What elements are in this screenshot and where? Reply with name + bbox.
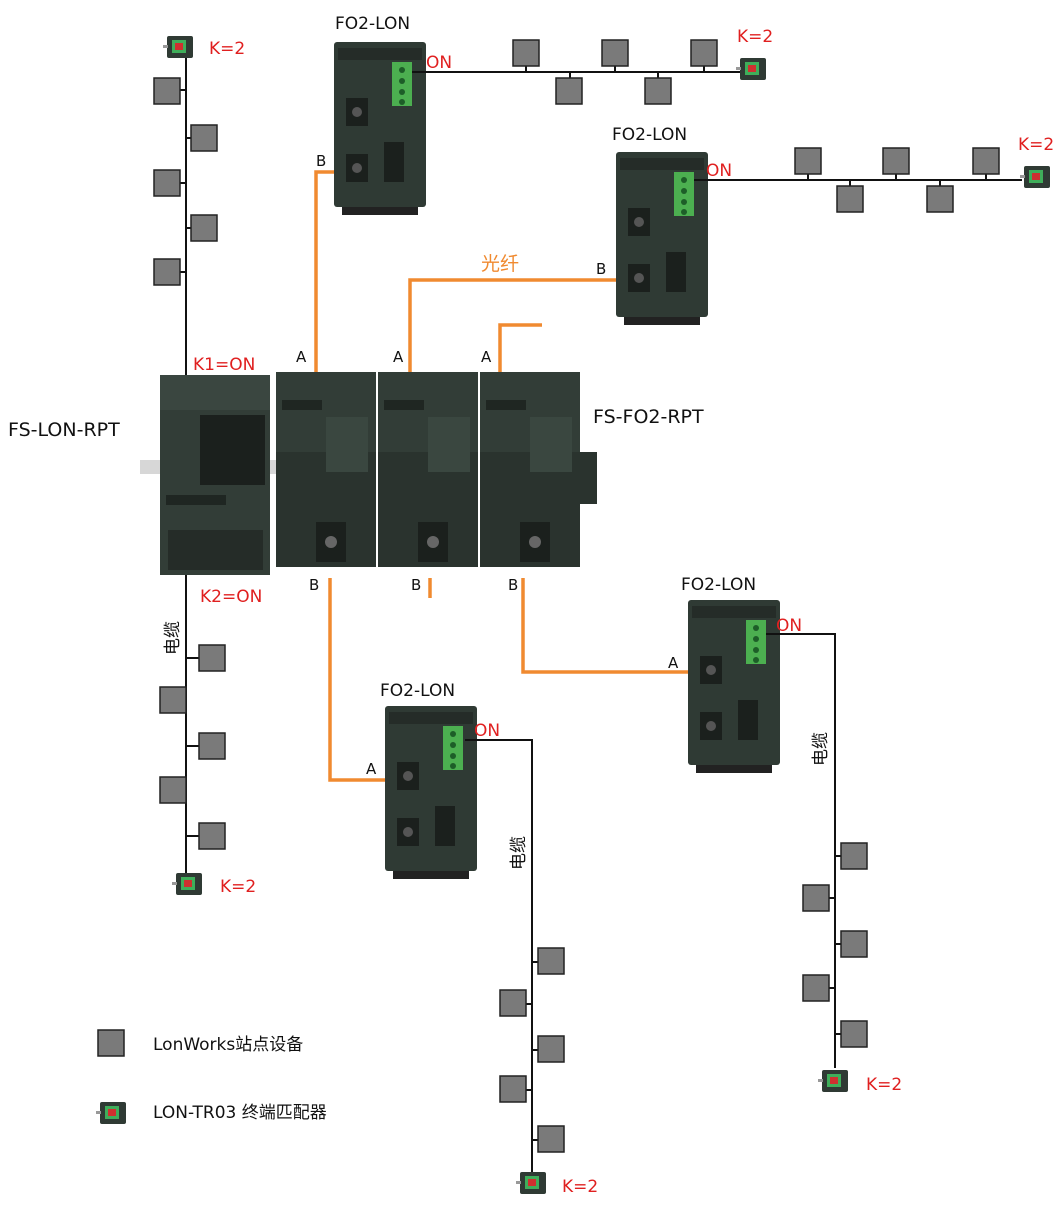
- lon-node-icon: [499, 989, 527, 1017]
- lon-node-icon: [802, 974, 830, 1002]
- k1-switch-label: K1=ON: [193, 355, 255, 375]
- legend-node-label: LonWorks站点设备: [153, 1035, 303, 1055]
- fo2-lon-device-1: [334, 42, 426, 215]
- legend: LonWorks站点设备 LON-TR03 终端匹配器: [96, 1029, 327, 1124]
- lon-node-icon: [537, 947, 565, 975]
- lon-node-icon: [840, 930, 868, 958]
- lon-node-icon: [159, 686, 187, 714]
- fo2-lon-1-port: B: [316, 152, 326, 170]
- k2-switch-label: K2=ON: [200, 587, 262, 607]
- lon-node-icon: [972, 147, 1000, 175]
- fo2-lon-3-port: A: [366, 760, 377, 778]
- fo2-lon-3-terminator: K=2: [562, 1177, 598, 1197]
- lon-node-icon: [644, 77, 672, 105]
- lon-node-icon: [690, 39, 718, 67]
- left-cable-label: 电缆: [163, 621, 183, 655]
- fo2-lon-1-title: FO2-LON: [335, 14, 410, 34]
- rpt-port-b-2: B: [411, 576, 421, 594]
- fiber-label: 光纤: [481, 253, 519, 275]
- fo2-lon-4-cable-label: 电缆: [811, 732, 831, 766]
- fo2-rpt-module: [276, 372, 597, 567]
- fo2-lon-3-title: FO2-LON: [380, 681, 455, 701]
- lon-node-icon: [794, 147, 822, 175]
- rpt-port-b-1: B: [309, 576, 319, 594]
- lon-rpt-module: [140, 375, 320, 575]
- lon-node-icon: [882, 147, 910, 175]
- fo2-lon-device-3: [385, 706, 477, 879]
- fo2-lon-4-title: FO2-LON: [681, 575, 756, 595]
- node-square-icon: [97, 1029, 125, 1057]
- fo2-lon-4-terminator-icon: [818, 1070, 848, 1092]
- fo2-lon-1-switch: ON: [426, 53, 452, 73]
- rpt-port-a-2: A: [393, 348, 404, 366]
- lon-node-icon: [537, 1035, 565, 1063]
- rpt-port-a-3: A: [481, 348, 492, 366]
- left-top-terminator-icon: [163, 36, 193, 58]
- lon-node-icon: [555, 77, 583, 105]
- fo2-lon-4-port: A: [668, 654, 679, 672]
- left-bottom-terminator-icon: [172, 873, 202, 895]
- fo2-lon-2-terminator-icon: [1020, 166, 1050, 188]
- lon-node-icon: [840, 1020, 868, 1048]
- lon-node-icon: [499, 1075, 527, 1103]
- lon-node-icon: [537, 1125, 565, 1153]
- fo2-lon-4-terminator: K=2: [866, 1075, 902, 1095]
- lon-node-icon: [512, 39, 540, 67]
- lon-node-icon: [836, 185, 864, 213]
- fo2-lon-device-4: [688, 600, 780, 773]
- lon-node-icon: [601, 39, 629, 67]
- terminator-icon: [96, 1102, 126, 1124]
- fo2-lon-1-terminator: K=2: [737, 27, 773, 47]
- fo2-lon-3-terminator-icon: [516, 1172, 546, 1194]
- fo2-lon-1-terminator-icon: [736, 58, 766, 80]
- fo2-lon-3-switch: ON: [474, 721, 500, 741]
- lon-node-icon: [198, 822, 226, 850]
- lon-node-icon: [190, 214, 218, 242]
- fo2-lon-4-switch: ON: [776, 616, 802, 636]
- fo2-lon-2-switch: ON: [706, 161, 732, 181]
- legend-terminator-label: LON-TR03 终端匹配器: [153, 1103, 327, 1123]
- lon-node-icon: [198, 644, 226, 672]
- fo2-lon-device-2: [616, 152, 708, 325]
- lon-node-icon: [153, 169, 181, 197]
- fo2-lon-3-cable-label: 电缆: [509, 836, 529, 870]
- fo2-rpt-title: FS-FO2-RPT: [593, 406, 704, 428]
- rpt-port-a-1: A: [296, 348, 307, 366]
- left-bottom-terminator-label: K=2: [220, 877, 256, 897]
- lon-node-icon: [190, 124, 218, 152]
- lon-node-icon: [802, 884, 830, 912]
- lon-node-icon: [840, 842, 868, 870]
- lon-rpt-title: FS-LON-RPT: [8, 419, 120, 441]
- lon-node-icon: [153, 258, 181, 286]
- lon-node-icon: [198, 732, 226, 760]
- fo2-lon-2-terminator: K=2: [1018, 135, 1054, 155]
- lon-node-icon: [159, 776, 187, 804]
- lon-node-icon: [926, 185, 954, 213]
- left-top-terminator-label: K=2: [209, 39, 245, 59]
- fo2-lon-2-title: FO2-LON: [612, 125, 687, 145]
- lon-node-icon: [153, 77, 181, 105]
- fo2-lon-2-port: B: [596, 260, 606, 278]
- rpt-port-b-3: B: [508, 576, 518, 594]
